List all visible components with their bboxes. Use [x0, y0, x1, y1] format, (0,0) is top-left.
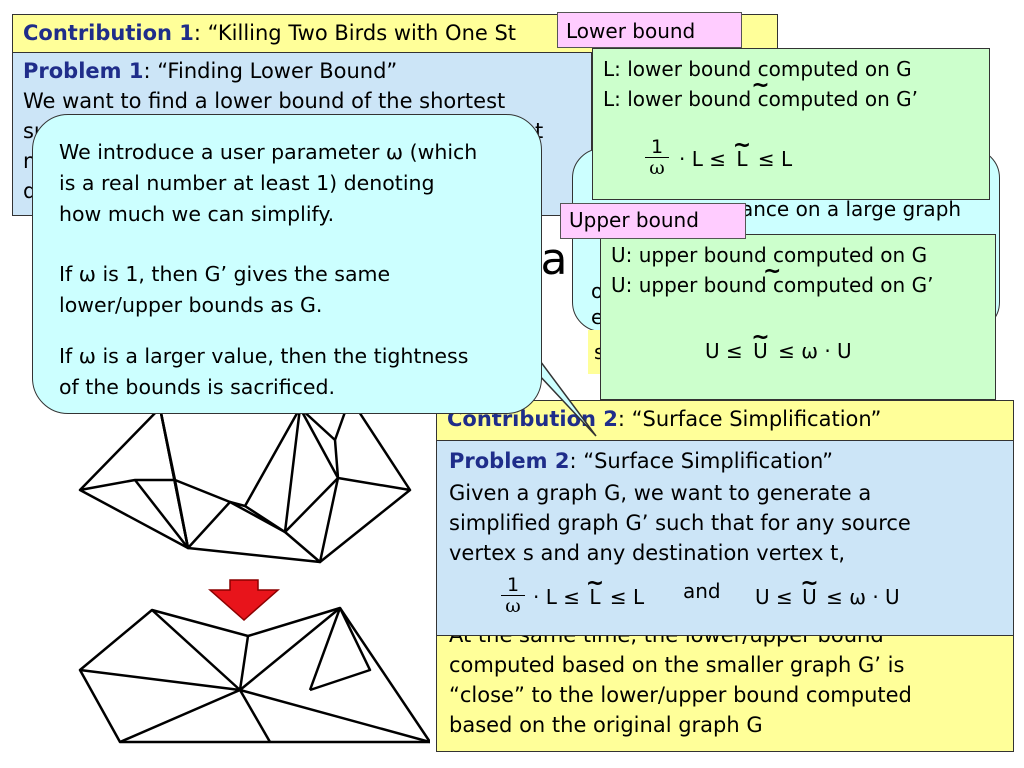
callout-p1-line-3: how much we can simplify. — [59, 202, 335, 226]
problem-2-right-part-3: ≤ ω · U — [826, 585, 900, 609]
problem-2-quote: : “Surface Simplification” — [569, 449, 833, 473]
problem-2-right-part-1: U ≤ — [755, 585, 793, 609]
lower-formula-part-3: ≤ L — [757, 147, 793, 171]
upper-bound-box: U: upper bound computed on G U: upper bo… — [600, 234, 996, 400]
contribution-1-quote: : “Killing Two Birds with One St — [193, 21, 517, 45]
mesh-diagram — [78, 396, 430, 744]
contribution-2-line-2: computed based on the smaller graph G’ i… — [449, 653, 905, 677]
problem-1-label: Problem 1 — [23, 59, 144, 83]
lower-frac-den: ω — [649, 157, 665, 179]
upper-bound-tag: Upper bound — [560, 203, 746, 239]
lower-bound-box: L: lower bound computed on G L: lower bo… — [592, 48, 990, 200]
problem-2-frac-num: 1 — [501, 575, 525, 596]
problem-2-heading: Problem 2: “Surface Simplification” — [449, 449, 833, 473]
upper-formula-part-2: U — [753, 339, 768, 363]
lower-formula: · L ≤ L ≤ L — [679, 147, 792, 171]
problem-2-line-2: simplified graph G’ such that for any so… — [449, 511, 911, 535]
problem-2-box: Problem 2: “Surface Simplification” Give… — [436, 440, 1014, 636]
problem-2-and: and — [683, 579, 721, 603]
problem-1-line-2b: t — [535, 119, 544, 143]
callout-paragraph-1: We introduce a user parameter ω (which i… — [59, 137, 477, 230]
middle-peek-s: s — [594, 340, 604, 364]
problem-2-frac-den: ω — [505, 595, 521, 617]
callout-paragraph-2: If ω is 1, then G’ gives the same lower/… — [59, 259, 390, 321]
callout-bubble: We introduce a user parameter ω (which i… — [32, 114, 542, 414]
problem-2-left-part-3: ≤ L — [609, 585, 645, 609]
lower-fraction: 1 ω — [645, 137, 669, 178]
problem-2-formula-left: · L ≤ L ≤ L — [533, 585, 644, 609]
problem-2-left-part-1: · L ≤ — [533, 585, 580, 609]
upper-formula-part-3: ≤ ω · U — [778, 339, 852, 363]
callout-p1-line-1: We introduce a user parameter ω (which — [59, 140, 478, 164]
callout-paragraph-3: If ω is a larger value, then the tightne… — [59, 341, 468, 403]
contribution-2-quote: : “Surface Simplification” — [617, 407, 882, 431]
upper-formula: U ≤ U ≤ ω · U — [705, 339, 852, 363]
down-arrow-icon — [208, 579, 280, 622]
problem-2-formula-right: U ≤ U ≤ ω · U — [755, 585, 900, 609]
callout-p1-line-2: is a real number at least 1) denoting — [59, 171, 435, 195]
problem-1-quote: : “Finding Lower Bound” — [143, 59, 398, 83]
lower-line-2-text: L: lower bound computed on G’ — [603, 87, 918, 111]
callout-p2-line-1: If ω is 1, then G’ gives the same — [59, 262, 391, 286]
contribution-2-line-3: “close” to the lower/upper bound compute… — [449, 683, 912, 707]
problem-2-left-part-2: L — [589, 585, 600, 609]
callout-p3-line-2: of the bounds is sacrificed. — [59, 375, 336, 399]
problem-2-fraction: 1 ω — [501, 575, 525, 616]
contribution-1-label: Contribution 1 — [23, 21, 194, 45]
problem-2-line-3: vertex s and any destination vertex t, — [449, 541, 846, 565]
upper-bound-tag-text: Upper bound — [569, 208, 699, 232]
callout-p2-line-2: lower/upper bounds as G. — [59, 293, 323, 317]
middle-peek-line: ance on a large graph — [741, 197, 962, 221]
lower-line-2: L: lower bound computed on G’ — [603, 87, 918, 111]
lower-bound-tag: Lower bound — [557, 12, 742, 48]
problem-2-right-part-2: U — [802, 585, 817, 609]
lower-frac-num: 1 — [645, 137, 669, 158]
upper-line-2-text: U: upper bound computed on G’ — [611, 273, 933, 297]
upper-formula-part-1: U ≤ — [705, 339, 743, 363]
lower-bound-tag-text: Lower bound — [566, 19, 696, 43]
lower-formula-part-2: L — [736, 147, 747, 171]
problem-2-line-1: Given a graph G, we want to generate a — [449, 481, 872, 505]
problem-1-heading: Problem 1: “Finding Lower Bound” — [23, 59, 397, 83]
contribution-1-heading: Contribution 1: “Killing Two Birds with … — [23, 21, 516, 45]
contribution-2-line-4: based on the original graph G — [449, 713, 763, 737]
upper-line-2: U: upper bound computed on G’ — [611, 273, 933, 297]
callout-p3-line-1: If ω is a larger value, then the tightne… — [59, 344, 469, 368]
problem-1-line-1: We want to find a lower bound of the sho… — [23, 89, 506, 113]
problem-2-label: Problem 2 — [449, 449, 570, 473]
lower-formula-part-1: · L ≤ — [679, 147, 726, 171]
